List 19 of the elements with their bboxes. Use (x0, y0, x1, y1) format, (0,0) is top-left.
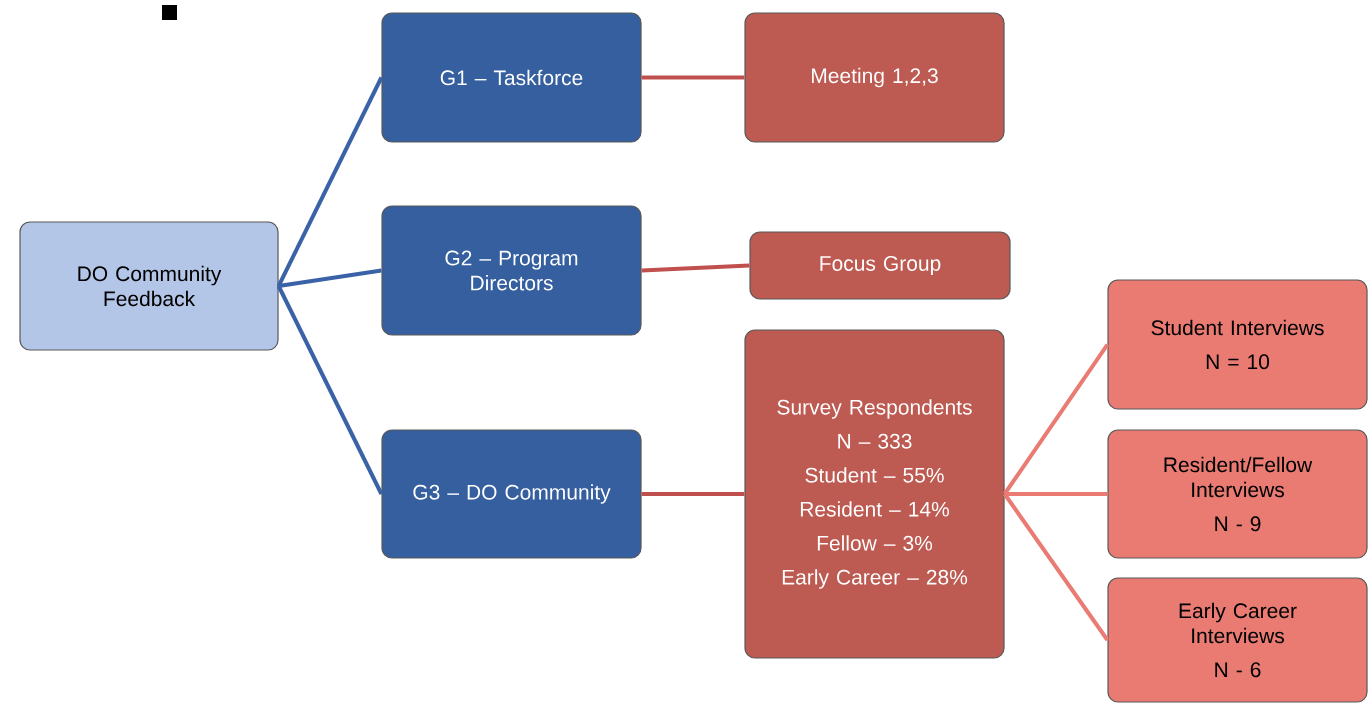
connector-line (1004, 492, 1108, 496)
connector-line (276, 76, 384, 287)
group-box: G1 – Taskforce (381, 12, 642, 143)
interview-box: Student Interviews N = 10 (1107, 279, 1368, 410)
connector-line (641, 75, 745, 80)
group-box: G3 – DO Community (381, 429, 642, 559)
survey-box: Survey Respondents N – 333 Student – 55% Resident – 14% Fellow – 3% Early Career – 28% (744, 329, 1005, 659)
connector-line (278, 268, 382, 288)
connector-line (1002, 343, 1110, 496)
interview-box: Resident/Fellow Interviews N - 9 (1107, 429, 1368, 559)
feedback-box: DO Community Feedback (19, 221, 279, 351)
connector-line (641, 492, 745, 496)
group-box: G2 – Program Directors (381, 205, 642, 336)
connector-line (641, 263, 750, 273)
activity-box: Meeting 1,2,3 (744, 12, 1005, 143)
interview-box: Early Career Interviews N - 6 (1107, 577, 1368, 703)
connector-line (1002, 492, 1110, 642)
activity-box: Focus Group (749, 231, 1011, 300)
connector-line (276, 285, 384, 495)
